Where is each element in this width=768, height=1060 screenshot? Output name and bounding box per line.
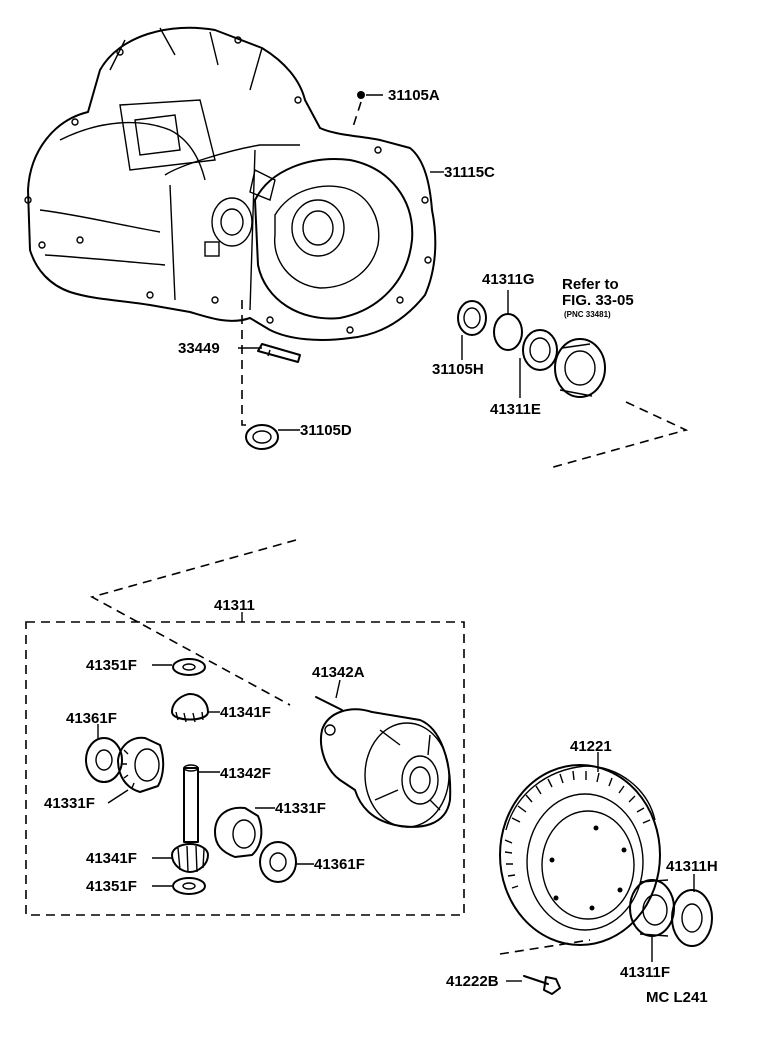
label-41341f-bottom: 41341F <box>86 850 137 867</box>
washer-41351f-bottom-drawing <box>172 877 206 895</box>
label-41331f-right: 41331F <box>275 800 326 817</box>
label-31105h: 31105H <box>432 361 484 378</box>
label-31115c: 31115C <box>444 164 495 181</box>
shim-41311g-drawing <box>493 313 523 351</box>
oil-seal-31105d-drawing <box>245 424 279 450</box>
label-41311g: 41311G <box>482 271 535 288</box>
ring-gear-41221-drawing <box>499 764 661 946</box>
label-31105a: 31105A <box>388 87 440 104</box>
washer-41361f-right-drawing <box>259 841 297 883</box>
shaft-41342f-drawing <box>183 764 199 843</box>
pin-33449-drawing <box>257 343 301 363</box>
bearing-race-drawing <box>554 338 606 398</box>
oil-seal-31105h-drawing <box>457 300 487 336</box>
diagram-code: MC L241 <box>646 989 708 1006</box>
label-41331f-left: 41331F <box>44 795 95 812</box>
transaxle-case-drawing <box>24 26 437 341</box>
reference-line3: (PNC 33481) <box>564 310 611 319</box>
label-41351f-top: 41351F <box>86 657 137 674</box>
label-41222b: 41222B <box>446 973 499 990</box>
side-gear-41331f-left-drawing <box>117 736 165 793</box>
label-31105d: 31105D <box>300 422 352 439</box>
label-41311h: 41311H <box>666 858 718 875</box>
side-gear-41331f-right-drawing <box>214 806 263 858</box>
label-41221: 41221 <box>570 738 612 755</box>
label-41351f-bottom: 41351F <box>86 878 137 895</box>
pin-41342a-drawing <box>315 696 343 711</box>
shim-41311h-drawing <box>671 889 713 947</box>
bolt-41222b-drawing <box>523 975 561 995</box>
label-41311f: 41311F <box>620 964 670 981</box>
bearing-41311f-drawing <box>629 879 675 937</box>
label-41311e: 41311E <box>490 401 541 418</box>
label-41361f-left: 41361F <box>66 710 117 727</box>
differential-case-drawing <box>320 708 452 828</box>
label-41342f: 41342F <box>220 765 271 782</box>
bearing-41311e-drawing <box>522 329 558 371</box>
label-33449: 33449 <box>178 340 220 357</box>
washer-41351f-top-drawing <box>172 658 206 676</box>
label-41311: 41311 <box>214 597 255 614</box>
washer-41361f-left-drawing <box>85 737 123 783</box>
label-41361f-right: 41361F <box>314 856 365 873</box>
reference-line1: Refer to <box>562 276 619 293</box>
pinion-41341f-bottom-drawing <box>171 843 209 873</box>
pinion-41341f-top-drawing <box>171 693 209 723</box>
reference-line2: FIG. 33-05 <box>562 292 634 309</box>
plug-31105a-drawing <box>357 91 365 99</box>
label-41342a: 41342A <box>312 664 365 681</box>
label-41341f-top: 41341F <box>220 704 271 721</box>
